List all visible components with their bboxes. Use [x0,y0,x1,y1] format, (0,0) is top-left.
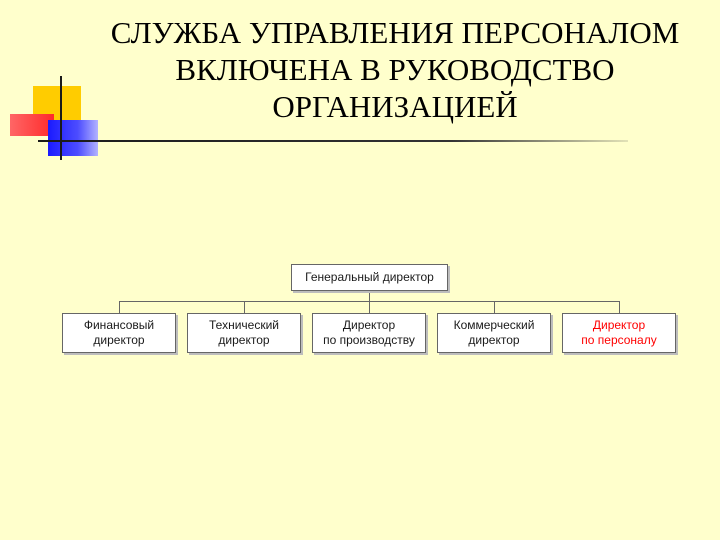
node-production-director: Директор по производству [312,313,426,353]
node-label-line1: Технический [209,318,279,332]
node-financial-director: Финансовый директор [62,313,176,353]
node-general-director: Генеральный директор [291,264,448,291]
node-hr-director: Директор по персоналу [562,313,676,353]
title-line-3: ОРГАНИЗАЦИЕЙ [272,89,518,124]
slide-title: СЛУЖБА УПРАВЛЕНИЯ ПЕРСОНАЛОМ ВКЛЮЧЕНА В … [90,14,700,125]
node-commercial-director: Коммерческий директор [437,313,551,353]
connector-child-5 [619,301,620,313]
connector-child-3 [369,301,370,313]
connector-child-1 [119,301,120,313]
connector-root-down [369,291,370,302]
title-line-2: ВКЛЮЧЕНА В РУКОВОДСТВО [175,52,615,87]
connector-child-4 [494,301,495,313]
decor-horizontal-line [38,140,628,142]
node-label-line2: по производству [323,333,415,347]
node-label-line1: Коммерческий [453,318,535,332]
node-label-line2: директор [468,333,520,347]
node-label-line2: директор [93,333,145,347]
node-label-line2: по персоналу [581,333,657,347]
connector-child-2 [244,301,245,313]
decor-vertical-line [60,76,62,160]
title-line-1: СЛУЖБА УПРАВЛЕНИЯ ПЕРСОНАЛОМ [110,15,680,50]
node-label-line1: Директор [592,318,646,332]
node-label: Генеральный директор [305,270,434,284]
node-label-line1: Финансовый [83,318,155,332]
node-label-line2: директор [218,333,270,347]
node-label-line1: Директор [342,318,396,332]
decor-red-bar [10,114,54,136]
node-technical-director: Технический директор [187,313,301,353]
decor-blue-square [48,120,98,156]
